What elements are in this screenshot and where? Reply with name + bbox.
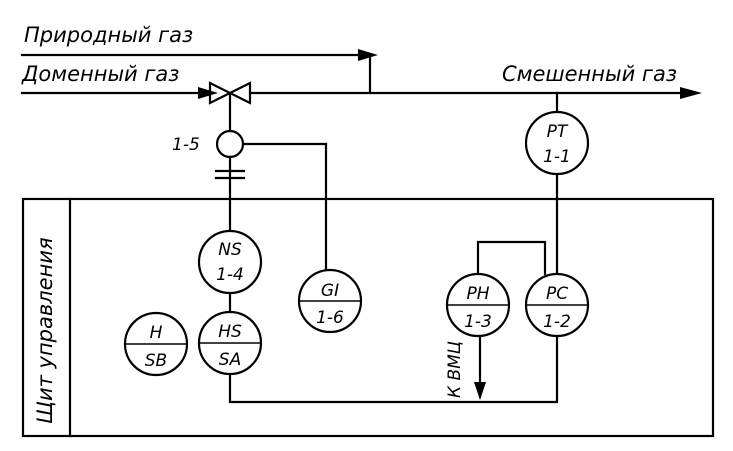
natural-gas-label: Природный газ [24,23,193,47]
hs-bottom: SA [219,350,241,370]
control-valve [208,81,252,132]
to-label: К ВМЦ [445,341,465,398]
instrument-pc: PC 1-2 [524,272,590,338]
blast-furnace-gas-line: Доменный газ [20,62,218,99]
valve-actuator: 1-5 [172,129,328,272]
ph-bottom: 1-3 [464,312,492,332]
panel-wiring: К ВМЦ [228,240,559,404]
instrument-ph: PH 1-3 [445,272,511,338]
valve-actuator-tag: 1-5 [172,135,200,155]
ns-top: NS [218,240,242,260]
mixed-gas-label: Смешенный газ [502,62,677,86]
instrument-gi: GI 1-6 [297,268,363,334]
hs-top: HS [218,322,242,342]
instrument-h: H SB [123,311,189,377]
pt-top: PT [547,122,569,142]
ph-top: PH [466,284,489,304]
control-panel-label: Щит управления [33,237,57,424]
pt-bottom: 1-1 [543,147,571,167]
control-panel: Щит управления [21,197,715,438]
ns-bottom: 1-4 [216,265,244,285]
pc-bottom: 1-2 [543,312,571,332]
h-bottom: SB [145,351,167,371]
gi-top: GI [321,281,339,301]
pc-top: PC [546,284,568,304]
instrument-hs: HS SA [197,310,263,376]
natural-gas-line: Природный газ [20,23,378,94]
instrument-ns: NS 1-4 [197,229,263,295]
blast-furnace-gas-label: Доменный газ [21,62,179,86]
h-top: H [150,323,163,343]
instrument-pt: PT 1-1 [524,110,590,176]
mixed-gas-line: Смешенный газ [248,62,702,99]
gi-bottom: 1-6 [316,308,344,328]
